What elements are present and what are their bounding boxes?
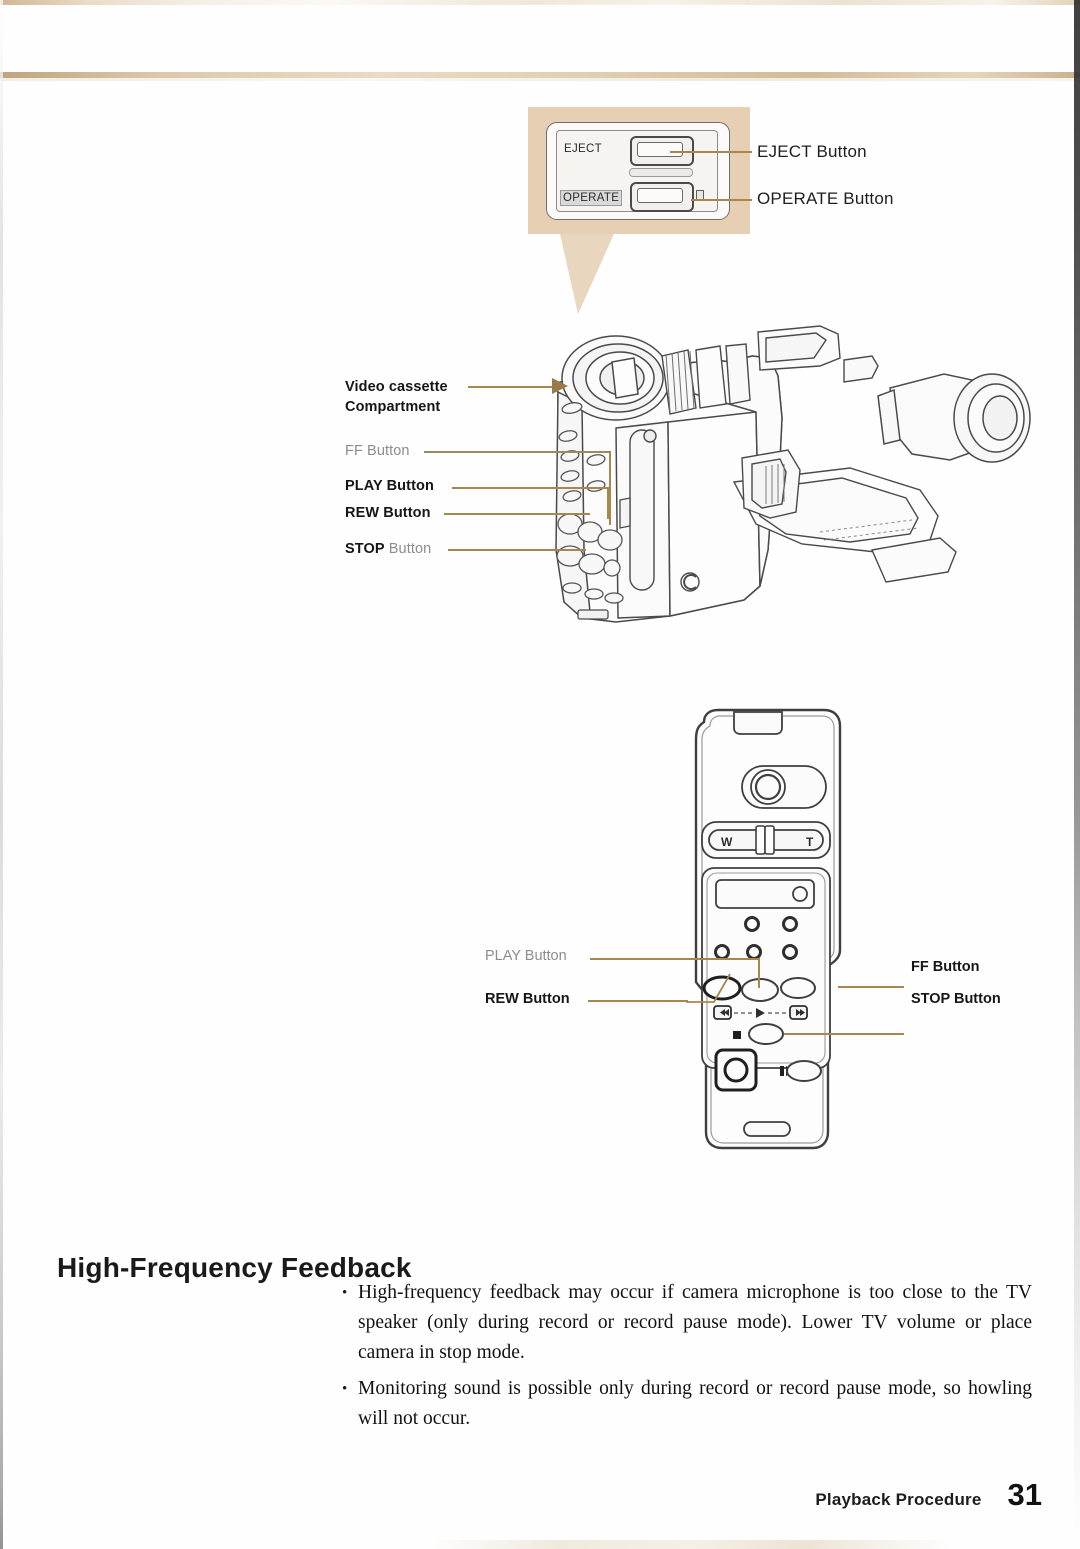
label-remote-stop-button: STOP Button [911,991,1001,1007]
inset-operate-text: OPERATE [560,190,623,206]
label-eject-button: EJECT Button [757,142,867,161]
leader-line-play-vertical [607,487,609,519]
bullet-glyph: • [342,1381,348,1397]
callout-pointer [560,234,614,314]
label-stop-button: STOP Button [345,541,431,557]
operate-button-inner [637,188,683,203]
leader-line-ff [424,451,610,453]
scan-artifact-bottom-smudge [430,1540,950,1549]
page-number: 31 [1007,1477,1042,1512]
leader-line-remote-rew [588,1000,688,1002]
leader-line-play [452,487,608,489]
leader-line-remote-play-vertical [758,958,760,988]
label-remote-rew-button: REW Button [485,991,570,1007]
bullet-text-1: High-frequency feedback may occur if cam… [358,1282,1032,1363]
scan-artifact-top-band [0,0,1080,5]
label-stop-button-word: Button [388,541,432,557]
label-rew-button: REW Button [345,505,431,521]
panel-slot [629,168,693,177]
leader-line-video-cassette [468,386,556,388]
leader-line-eject [670,151,752,153]
arrowhead-video-cassette [552,378,568,394]
svg-text:W: W [721,835,733,849]
scan-artifact-rule-shadow [0,78,1080,81]
scan-artifact-left-edge [0,0,3,1549]
scan-artifact-right-edge [1074,0,1080,1549]
leader-line-remote-ff [838,986,904,988]
label-stop-word: STOP [345,541,385,557]
leader-line-stop [448,549,586,551]
camcorder-illustration [520,300,1060,630]
bullet-glyph: • [342,1285,348,1301]
eject-button-inner [637,142,683,157]
label-operate-button: OPERATE Button [757,189,894,208]
list-item: • High-frequency feedback may occur if c… [342,1278,1032,1368]
leader-line-operate [691,199,752,201]
leader-line-remote-play [590,958,758,960]
label-remote-play-button: PLAY Button [485,948,567,964]
leader-line-remote-rew-diagonal [686,973,731,1003]
footer-section-title: Playback Procedure [815,1490,982,1509]
scan-artifact-horizontal-rule [0,72,1080,78]
label-video-cassette-line2: Compartment [345,399,441,415]
remote-control-illustration: W T [676,700,876,1160]
label-play-button: PLAY Button [345,478,434,494]
svg-text:T: T [806,835,814,849]
page-footer: Playback Procedure 31 [815,1477,1042,1513]
leader-line-ff-vertical [609,451,611,525]
list-item: • Monitoring sound is possible only duri… [342,1374,1032,1434]
label-video-cassette-line1: Video cassette [345,379,448,395]
leader-line-remote-stop [784,1033,904,1035]
bullet-text-2: Monitoring sound is possible only during… [358,1378,1032,1429]
label-ff-button: FF Button [345,443,410,459]
leader-line-rew [444,513,590,515]
body-text-block: • High-frequency feedback may occur if c… [342,1278,1032,1440]
label-remote-ff-button: FF Button [911,959,980,975]
inset-eject-text: EJECT [564,143,602,155]
page-title: High-Frequency Feedback [57,1252,412,1284]
